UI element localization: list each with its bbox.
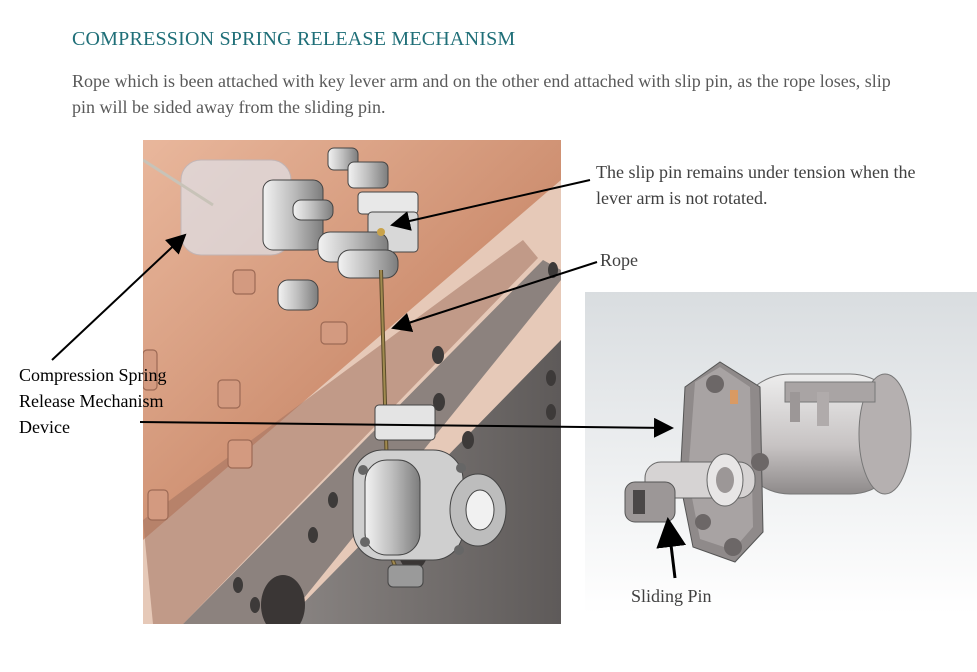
page-title: COMPRESSION SPRING RELEASE MECHANISM (72, 28, 516, 50)
device-label: Compression Spring Release Mechanism Dev… (19, 362, 167, 440)
device-label-line3: Device (19, 417, 70, 437)
rope-label: Rope (600, 250, 638, 270)
description-paragraph: Rope which is been attached with key lev… (72, 71, 891, 117)
sliding-pin-label: Sliding Pin (631, 586, 712, 606)
slip-pin-label-line1: The slip pin remains under tension when … (596, 162, 916, 182)
device-label-line2: Release Mechanism (19, 391, 164, 411)
assembly-illustration (143, 140, 561, 624)
slip-pin-label-line2: lever arm is not rotated. (596, 188, 768, 208)
device-detail-illustration (585, 292, 977, 614)
device-label-line1: Compression Spring (19, 365, 167, 385)
slip-pin-label: The slip pin remains under tension when … (596, 159, 915, 211)
